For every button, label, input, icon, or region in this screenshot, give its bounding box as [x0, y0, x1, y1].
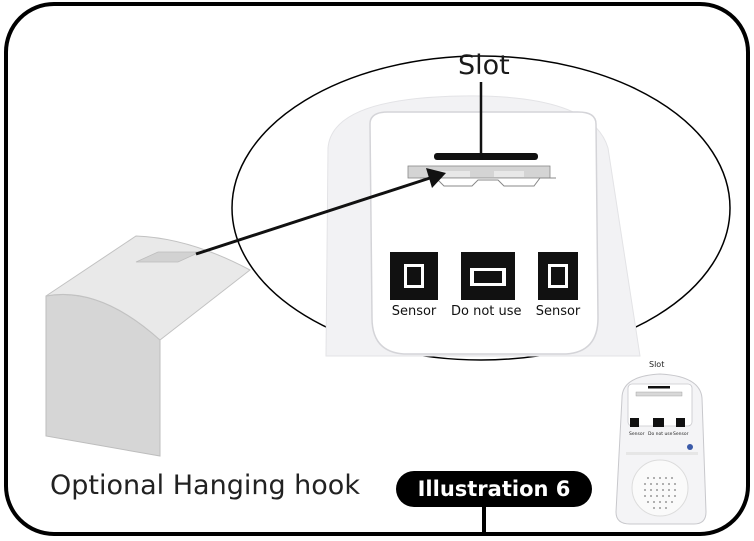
- arrow-head-icon: [426, 168, 446, 188]
- thumbnail-slot-label: Slot: [649, 360, 665, 369]
- slot-opening: [434, 153, 538, 160]
- insertion-arrow: [195, 176, 431, 256]
- hanging-hook: [45, 235, 251, 457]
- port-label-sensor-left: Sensor: [391, 304, 437, 319]
- thumbnail-port-label-sensor-right: Sensor: [673, 432, 689, 437]
- port-label-sensor-right: Sensor: [535, 304, 581, 319]
- thumbnail-port-label-sensor-left: Sensor: [629, 432, 645, 437]
- slot-label: Slot: [458, 50, 510, 81]
- hanging-hook-caption: Optional Hanging hook: [50, 470, 360, 501]
- thumbnail-port-label-do-not-use: Do not use: [648, 432, 673, 437]
- port-label-do-not-use: Do not use: [451, 304, 522, 319]
- device-thumbnail: [615, 373, 707, 525]
- illustration-number-badge: Illustration 6: [396, 471, 592, 507]
- magnified-view: [231, 55, 731, 361]
- badge-label: Illustration 6: [417, 477, 571, 501]
- speaker-grille: [631, 459, 689, 517]
